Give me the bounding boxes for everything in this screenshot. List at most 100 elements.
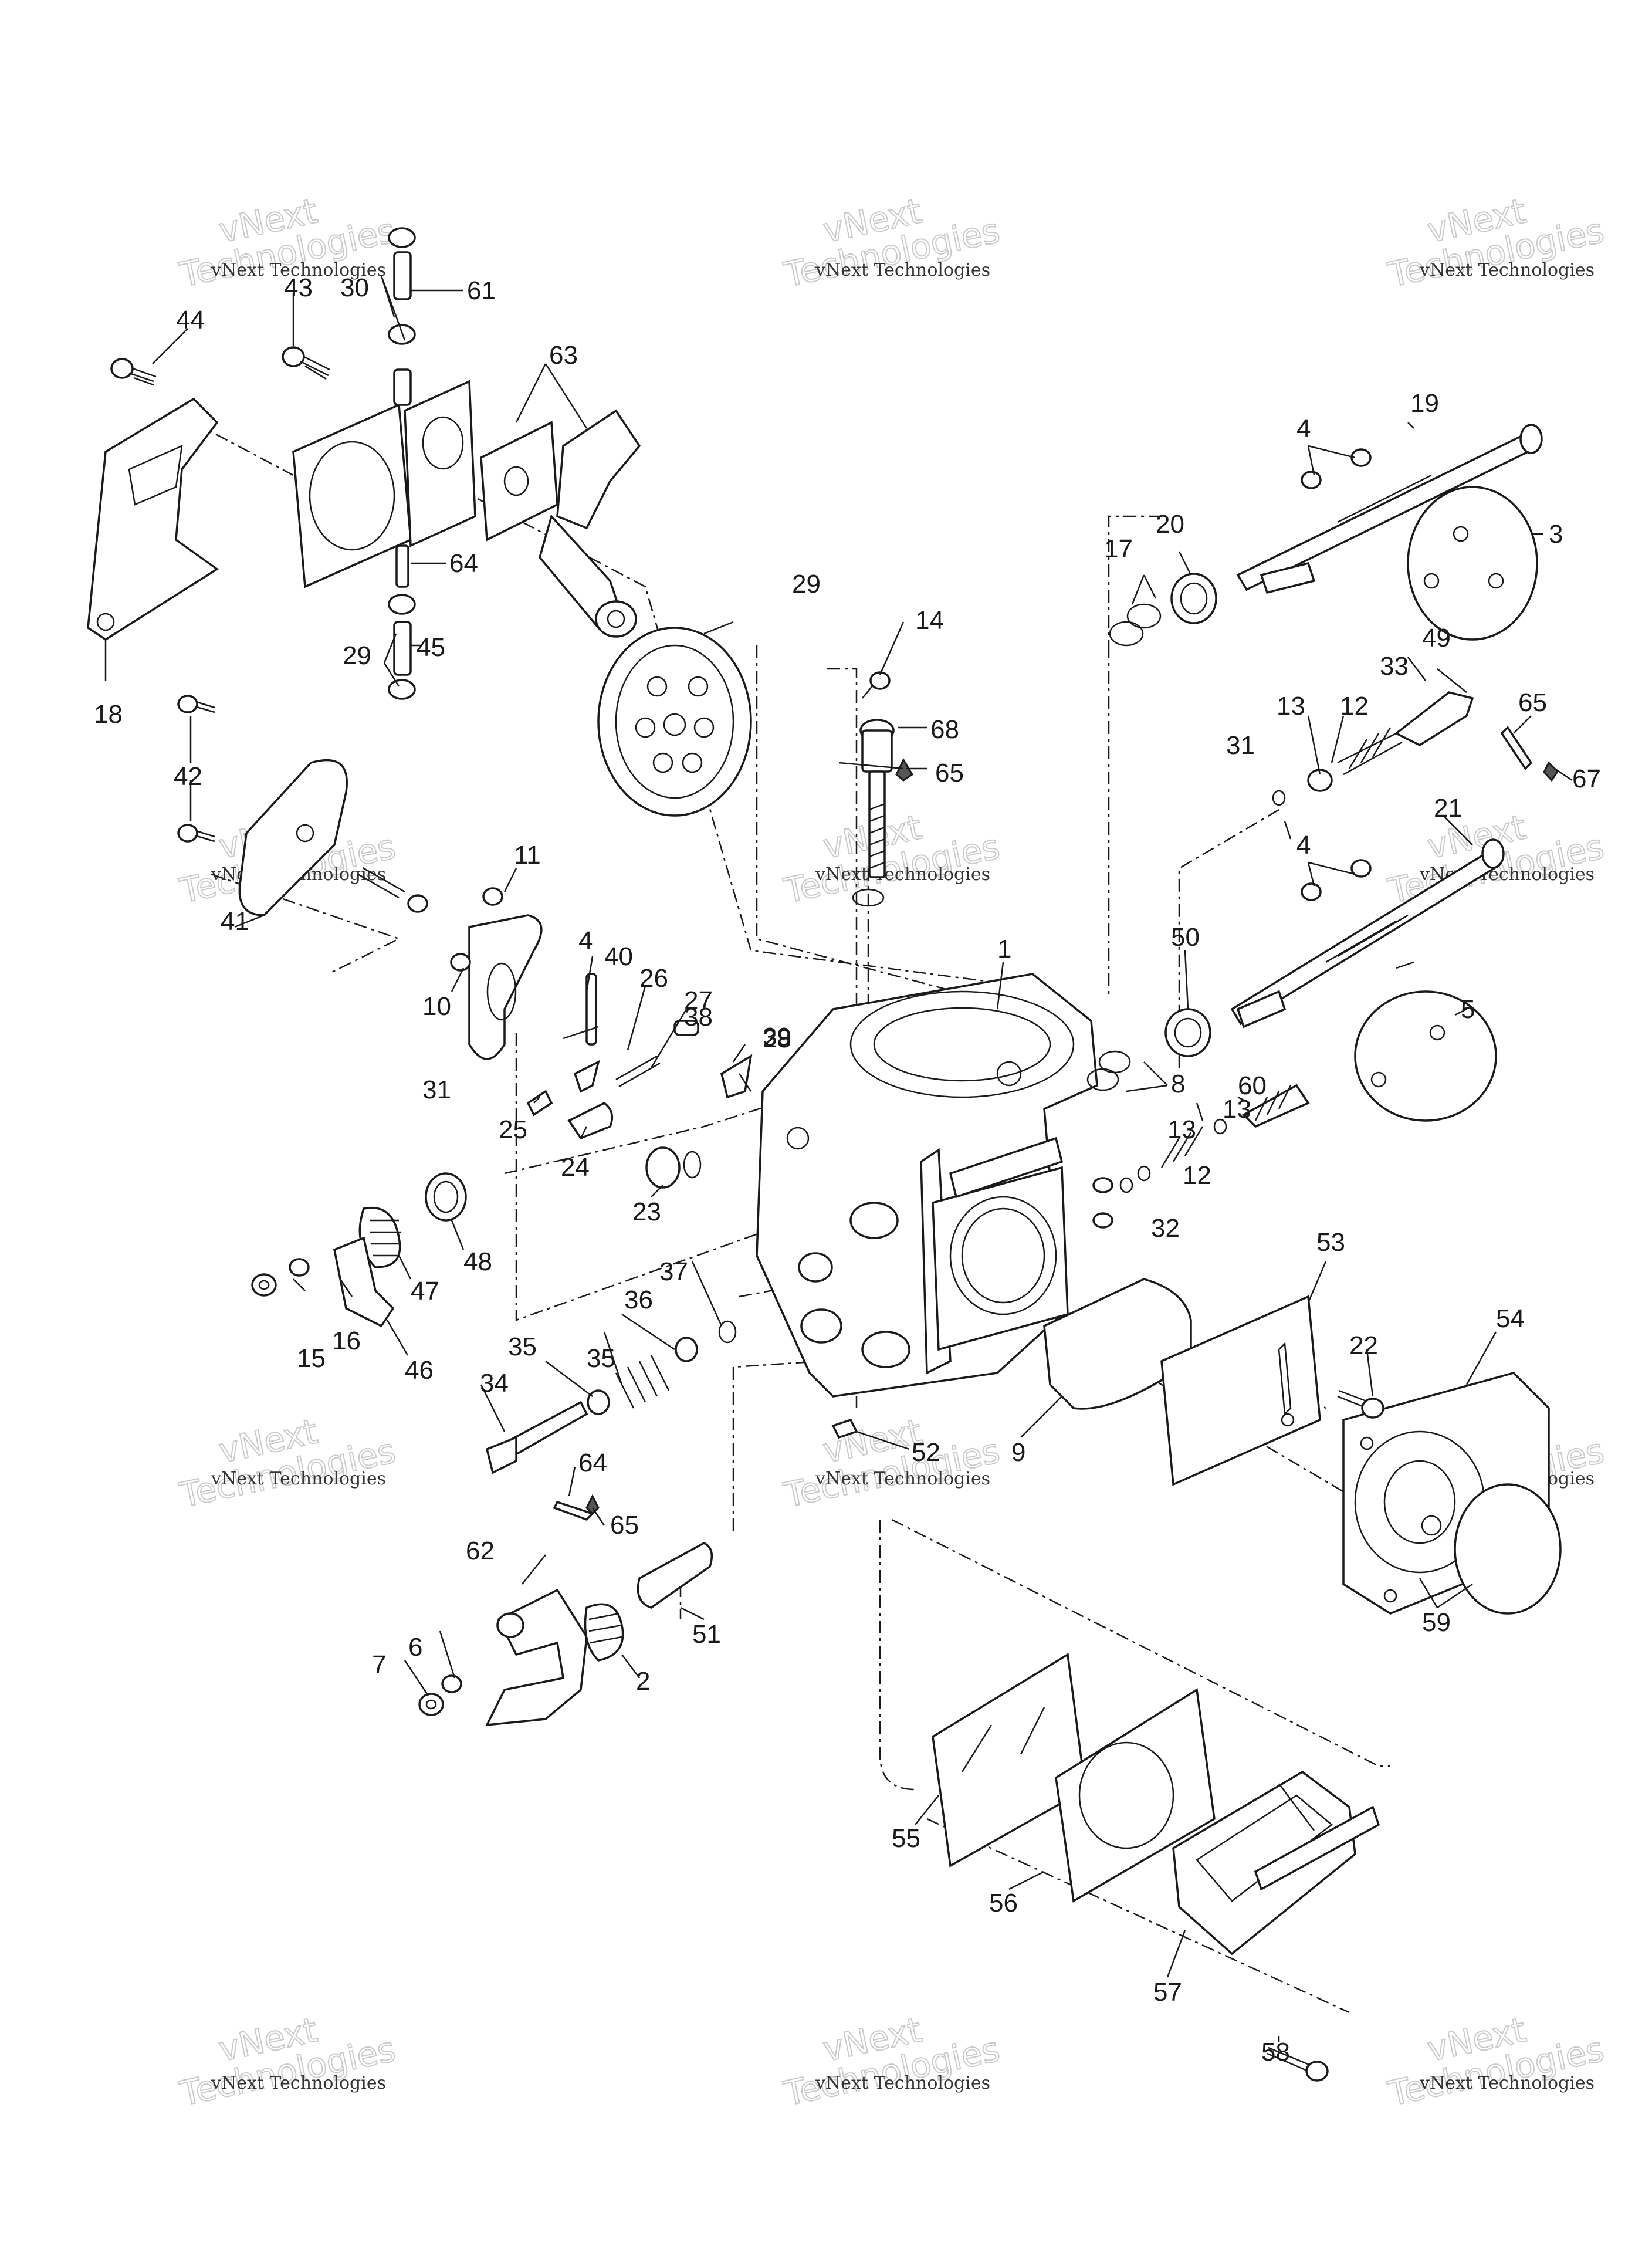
- callout: 59: [1422, 1608, 1451, 1637]
- spring-bracket-45-drawing: [251, 1172, 467, 1328]
- callout: 65: [1518, 688, 1547, 717]
- callout: 57: [1153, 1978, 1182, 2007]
- callout: 55: [892, 1824, 920, 1853]
- callout: 11: [514, 841, 541, 870]
- callout: 15: [297, 1344, 326, 1373]
- callout: 22: [1349, 1331, 1378, 1360]
- callout: 6: [408, 1633, 422, 1662]
- callout: 4: [1296, 831, 1311, 860]
- callout: 23: [632, 1197, 661, 1226]
- callout: 2: [636, 1667, 650, 1696]
- watermark: vNext Technologies: [175, 2009, 400, 2114]
- callout: 56: [989, 1889, 1018, 1917]
- callout: 43: [284, 273, 313, 302]
- callout: 33: [1380, 652, 1409, 681]
- shaft-19-drawing: [1109, 424, 1543, 647]
- screw-22-drawing: [1337, 1389, 1384, 1419]
- callout: 29: [792, 570, 821, 598]
- watermark: vNext Technologies: [780, 1410, 1004, 1515]
- pin-64-upper-drawing: [1500, 726, 1559, 782]
- screw-57-drawing: [1267, 2046, 1329, 2082]
- callout: 29: [343, 641, 371, 670]
- callout: 41: [221, 907, 249, 936]
- watermark-small: vNext Technologies: [211, 260, 386, 280]
- gasket-52-drawing: [1160, 1295, 1321, 1486]
- diaphragm-58-drawing: [1454, 1483, 1562, 1615]
- callout: 26: [639, 964, 668, 993]
- bracket-18-drawing: [87, 397, 219, 641]
- leader-lines: [104, 275, 1573, 2042]
- callout: 38: [684, 1003, 713, 1031]
- callouts: 1 2 3 4 4 4 5 6 7 8 9 10 11 12 12 13 13 …: [94, 273, 1601, 2066]
- screw-42-drawing: [282, 346, 330, 380]
- callout: 13: [1167, 1115, 1196, 1144]
- watermark: vNext Technologies: [780, 2009, 1004, 2114]
- callout: 54: [1496, 1304, 1525, 1333]
- callout: 40: [604, 942, 633, 971]
- callout: 61: [467, 276, 496, 305]
- callout: 24: [561, 1153, 590, 1182]
- watermark-small: vNext Technologies: [211, 2073, 386, 2093]
- callout: 1: [997, 935, 1011, 963]
- callout: 16: [332, 1327, 361, 1355]
- callout: 3: [1549, 520, 1563, 549]
- callout: 25: [499, 1115, 527, 1144]
- callout: 63: [549, 341, 578, 370]
- callout: 50: [1171, 923, 1200, 952]
- callout: 51: [692, 1620, 721, 1649]
- parts: [87, 227, 1562, 2082]
- needle-32-drawing: [1272, 691, 1474, 806]
- callout: 68: [930, 715, 959, 744]
- lever-61-drawing: [418, 1542, 713, 1727]
- callout: 53: [1316, 1228, 1345, 1257]
- gasket-54-drawing: [932, 1653, 1086, 1868]
- callout: 10: [422, 992, 451, 1021]
- watermark-small: vNext Technologies: [815, 2073, 990, 2093]
- callout: 5: [1461, 995, 1475, 1024]
- callout: 12: [1340, 692, 1369, 720]
- callout: 31: [1226, 731, 1255, 760]
- disk-28-drawing: [597, 627, 752, 817]
- throttle-plate-62-drawing: [292, 380, 641, 638]
- callout: 31: [422, 1075, 451, 1104]
- callout: 13: [1223, 1095, 1251, 1124]
- watermark-small: vNext Technologies: [1419, 260, 1595, 280]
- callout: 64: [449, 549, 478, 578]
- callout: 58: [1261, 2038, 1290, 2066]
- cover-40-drawing: [177, 695, 428, 916]
- callout: 39: [763, 1023, 791, 1051]
- stud-stack-drawing: [388, 227, 416, 700]
- watermark-small: vNext Technologies: [211, 1469, 386, 1489]
- callout: 21: [1434, 794, 1463, 823]
- callout: 28: [763, 1024, 791, 1053]
- callout: 42: [174, 762, 202, 791]
- callout: 48: [463, 1247, 492, 1276]
- callout: 30: [340, 273, 369, 302]
- watermark: vNext Technologies: [175, 1410, 400, 1515]
- callout: 34: [480, 1369, 509, 1398]
- callout: 35: [508, 1332, 537, 1361]
- callout: 20: [1156, 510, 1184, 539]
- small-parts-cluster-drawing: [526, 973, 753, 1189]
- callout: 64: [578, 1449, 607, 1477]
- callout: 4: [1296, 414, 1311, 443]
- needle-33-drawing: [485, 1320, 737, 1474]
- callout: 18: [94, 700, 123, 729]
- callout: 65: [935, 759, 964, 787]
- shaft-21-drawing: [1086, 838, 1505, 1193]
- lever-plate-30-drawing: [450, 887, 543, 1060]
- callout: 27: [684, 986, 713, 1015]
- callout: 12: [1183, 1161, 1211, 1190]
- callout: 49: [1422, 624, 1451, 652]
- callout: 60: [1238, 1071, 1267, 1100]
- watermark: vNext Technologies: [780, 806, 1004, 911]
- callout: 46: [405, 1356, 434, 1385]
- callout: 17: [1104, 535, 1133, 563]
- pin-64-drawing: [553, 1494, 600, 1521]
- callout: 44: [176, 306, 205, 334]
- callout: 67: [1572, 764, 1601, 793]
- callout: 7: [372, 1650, 386, 1679]
- carburetor-body-1-drawing: [756, 973, 1113, 1398]
- watermark-small: vNext Technologies: [815, 1469, 990, 1489]
